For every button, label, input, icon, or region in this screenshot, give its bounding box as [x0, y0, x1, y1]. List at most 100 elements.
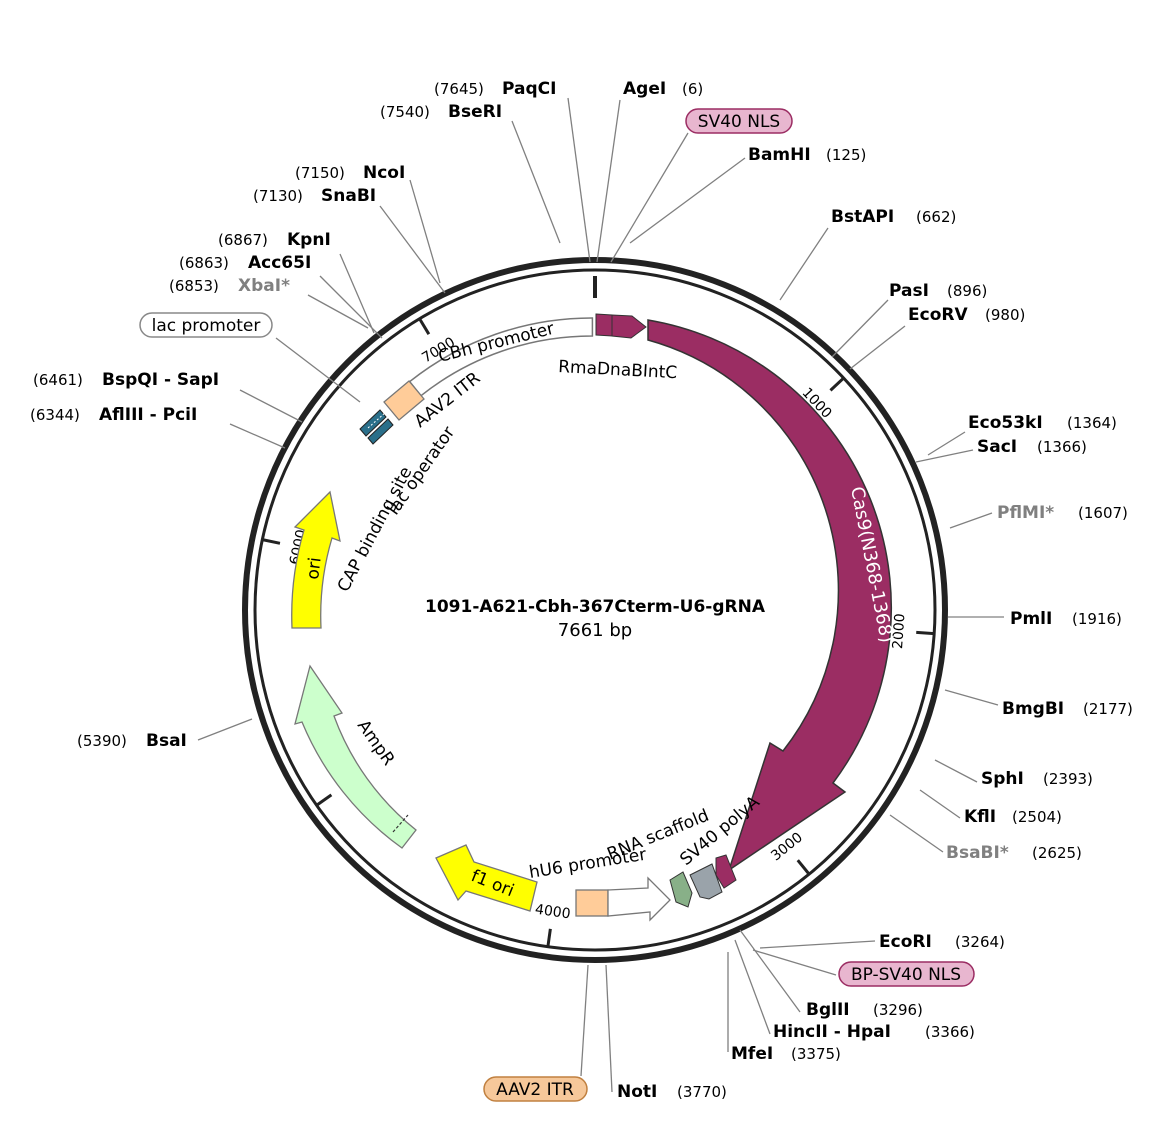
site-ncoi[interactable]: (7150) NcoI [295, 163, 405, 183]
site-name: KpnI [287, 230, 331, 250]
site-hincii-hpai[interactable]: HincII - HpaI (3366) [773, 1022, 975, 1042]
site-position: (7540) [380, 103, 430, 121]
site-position: (2177) [1083, 700, 1133, 718]
site-name: SnaBI [321, 186, 376, 206]
cas9-arrow[interactable] [647, 319, 893, 872]
site-mfei[interactable]: MfeI (3375) [731, 1044, 841, 1064]
bp-sv40-nls-box[interactable]: BP-SV40 NLS [838, 961, 975, 987]
site-saci[interactable]: SacI (1366) [977, 437, 1087, 457]
site-position: (125) [826, 146, 866, 164]
site-pflmi[interactable]: PflMI* (1607) [997, 503, 1128, 523]
bp-sv40-nls-label: BP-SV40 NLS [851, 965, 961, 985]
sv40-polya-arrow[interactable] [715, 854, 737, 889]
leader-line [596, 99, 621, 263]
site-position: (662) [916, 208, 956, 226]
site-eco53ki[interactable]: Eco53kI (1364) [968, 413, 1117, 433]
site-pasi[interactable]: PasI (896) [889, 281, 987, 301]
site-sphi[interactable]: SphI (2393) [981, 769, 1093, 789]
rmadnabintc-arrow[interactable] [595, 313, 613, 337]
cbh-promoter-arrow[interactable] [408, 317, 594, 397]
rmadnabintc-label: RmaDnaBIntC [558, 357, 678, 383]
site-afliii-pcii[interactable]: (6344) AflIII - PciI [30, 405, 197, 425]
site-name: BseRI [448, 102, 502, 122]
tick-label: 2000 [890, 613, 908, 650]
site-name: BglII [806, 1000, 850, 1020]
rna-scaffold-arrow[interactable] [669, 871, 693, 908]
site-acc65i[interactable]: (6863) Acc65I [179, 253, 311, 273]
site-ecorv[interactable]: EcoRV (980) [908, 305, 1025, 325]
aav2-itr-box[interactable] [383, 380, 425, 421]
backbone-inner-ring [253, 268, 937, 952]
site-position: (6863) [179, 254, 229, 272]
leader-line [752, 949, 837, 976]
site-bspqi-sapi[interactable]: (6461) BspQI - SapI [33, 370, 219, 390]
site-name: AflIII - PciI [99, 405, 197, 425]
site-bglii[interactable]: BglII (3296) [806, 1000, 923, 1020]
site-position: (3770) [677, 1083, 727, 1101]
site-ageI[interactable]: AgeI (6) [623, 79, 703, 99]
site-name: EcoRV [908, 305, 968, 325]
site-bmgbi[interactable]: BmgBI (2177) [1002, 699, 1133, 719]
site-name: BsaBI* [946, 843, 1009, 863]
hu6-promoter-arrow[interactable] [607, 876, 671, 922]
site-bstapi[interactable]: BstAPI (662) [831, 207, 956, 227]
site-paqci[interactable]: (7645) PaqCI [434, 79, 556, 99]
hu6-promoter-box[interactable] [575, 889, 609, 917]
aav2-itr-outer-box[interactable]: AAV2 ITR [483, 1076, 588, 1102]
sv40-nls-box[interactable]: SV40 NLS [685, 108, 793, 134]
leader-line [949, 512, 993, 529]
site-name: SacI [977, 437, 1017, 457]
site-bsabi[interactable]: BsaBI* (2625) [946, 843, 1082, 863]
site-name: PaqCI [502, 79, 556, 99]
leader-line [759, 940, 876, 949]
leader-line [739, 929, 801, 1013]
leader-line [927, 431, 966, 456]
leader-line [319, 275, 383, 339]
site-position: (3296) [873, 1001, 923, 1019]
grey-feature-arrow[interactable] [689, 863, 723, 900]
tick-mark [829, 376, 845, 392]
site-name: EcoRI [879, 932, 932, 952]
leader-line [229, 423, 286, 449]
leader-line [275, 337, 361, 403]
site-name: NcoI [363, 163, 405, 183]
site-position: (896) [947, 282, 987, 300]
site-bseri[interactable]: (7540) BseRI [380, 102, 502, 122]
site-position: (1607) [1078, 504, 1128, 522]
site-pmli[interactable]: PmlI (1916) [1010, 609, 1122, 629]
ampr-arrow[interactable] [294, 664, 417, 849]
leader-line [580, 964, 589, 1077]
site-kpni[interactable]: (6867) KpnI [218, 230, 331, 250]
site-bamhi[interactable]: BamHI (125) [748, 145, 866, 165]
leader-line [197, 718, 253, 741]
tick-mark [262, 538, 281, 545]
site-noti[interactable]: NotI (3770) [617, 1082, 727, 1102]
lac-promoter-box[interactable]: lac promoter [139, 312, 273, 338]
site-kfli[interactable]: KflI (2504) [964, 807, 1062, 827]
leader-line [567, 97, 591, 263]
tick-mark [796, 859, 811, 876]
site-name: BspQI - SapI [102, 370, 219, 390]
tick-mark [546, 928, 552, 947]
site-name: KflI [964, 807, 996, 827]
leader-line [734, 939, 771, 1035]
rmadnabintc-arrow-head[interactable] [611, 314, 647, 339]
site-name: Eco53kI [968, 413, 1043, 433]
leader-line [915, 449, 974, 463]
lac-operator-mark [359, 409, 387, 437]
site-position: (7130) [253, 187, 303, 205]
site-xbai[interactable]: (6853) XbaI* [169, 276, 290, 296]
leader-line [379, 205, 446, 294]
f1-ori-arrow[interactable] [435, 844, 538, 912]
ampr-label: AmpR [353, 716, 399, 769]
leader-line [889, 814, 944, 853]
site-ecori[interactable]: EcoRI (3264) [879, 932, 1005, 952]
site-name: PmlI [1010, 609, 1052, 629]
site-snabi[interactable]: (7130) SnaBI [253, 186, 376, 206]
site-position: (3366) [925, 1023, 975, 1041]
leader-line [779, 227, 829, 301]
ori-arrow[interactable] [291, 490, 341, 629]
site-name: Acc65I [248, 253, 311, 273]
site-bsai[interactable]: (5390) BsaI [77, 731, 187, 751]
lac-promoter-label: lac promoter [152, 316, 261, 336]
